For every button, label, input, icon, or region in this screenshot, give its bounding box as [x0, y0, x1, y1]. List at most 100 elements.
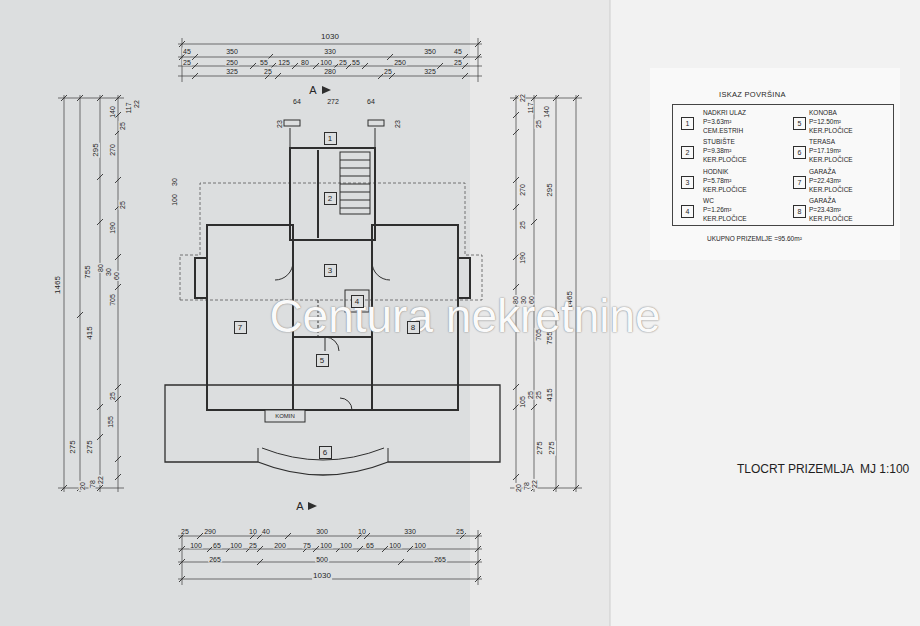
dimension-text: 25	[453, 59, 463, 66]
dimension-text: 350	[225, 48, 239, 55]
area-number-box: 8	[793, 205, 806, 218]
dimension-text: 64	[292, 98, 302, 105]
area-table-text: KER.PLOČICE	[702, 157, 748, 164]
dimension-text: 22	[531, 479, 538, 489]
dimension-text: 25	[119, 121, 126, 131]
dimension-text: 65	[365, 542, 375, 549]
room-number-box: 3	[324, 264, 337, 277]
area-table-text: P=23.43m²	[808, 207, 842, 214]
dimension-text: 1465	[54, 275, 62, 295]
dimension-text: 100	[339, 542, 353, 549]
dimension-text: 10	[248, 528, 258, 535]
section-mark: A	[295, 501, 304, 512]
area-table-text: NADKRI ULAZ	[702, 110, 747, 117]
area-table-text: P=3.63m²	[702, 119, 732, 126]
area-table-text: WC	[702, 198, 715, 205]
area-number: 8	[798, 206, 802, 217]
walls	[195, 148, 470, 410]
room-number: 3	[328, 265, 332, 276]
dimension-text: 65	[212, 542, 222, 549]
dimension-text: 23	[276, 119, 283, 129]
area-table-text: KER.PLOČICE	[808, 157, 854, 164]
area-table-text: GARAŽA	[808, 169, 837, 176]
room-number-box: 2	[324, 192, 337, 205]
area-number-box: 5	[793, 117, 806, 130]
area-table-text: P=1.26m²	[702, 207, 732, 214]
dimension-text: 325	[225, 68, 239, 75]
dimension-text: 755	[84, 264, 92, 279]
dimension-text: 80	[97, 263, 104, 273]
dimension-text: 25	[338, 59, 348, 66]
area-number: 7	[798, 177, 802, 188]
dimension-text: 100	[189, 542, 203, 549]
dimension-text: 25	[109, 391, 116, 401]
dimension-text: 300	[315, 528, 329, 535]
dimension-text: 275	[69, 439, 77, 454]
dimension-text: 290	[203, 528, 217, 535]
table-heading: ISKAZ POVRŠINA	[719, 91, 786, 99]
area-number-box: 3	[681, 176, 694, 189]
dimension-text: 25	[248, 542, 258, 549]
room-number: 2	[328, 193, 332, 204]
dimension-text: 140	[543, 105, 550, 119]
dimension-text: 25	[182, 59, 192, 66]
area-number-box: 2	[681, 146, 694, 159]
dimension-text: 30	[105, 267, 112, 277]
dimension-text: 705	[109, 293, 116, 307]
dimension-text: 200	[273, 542, 287, 549]
dimension-text: 272	[326, 98, 340, 105]
dimension-text: 190	[519, 251, 526, 265]
dimension-text: 105	[519, 395, 526, 409]
area-table-text: KER.PLOČICE	[808, 187, 854, 194]
dimension-text: 250	[225, 59, 239, 66]
dimension-text: 25	[455, 528, 465, 535]
dimension-text: 75	[302, 542, 312, 549]
dimension-text: 1030	[312, 572, 332, 580]
area-number: 5	[798, 118, 802, 129]
dimension-text: 270	[109, 143, 116, 157]
room-number: 5	[320, 355, 324, 366]
area-table-box: ISKAZ POVRŠINA12345678	[672, 104, 894, 226]
dimension-text: 250	[393, 59, 407, 66]
dimension-text: 500	[315, 556, 329, 563]
area-number: 6	[798, 147, 802, 158]
room-number: 4	[355, 296, 359, 307]
area-table-text: CEM.ESTRIH	[702, 128, 744, 135]
dimension-text: 275	[536, 440, 544, 455]
area-table-text: KER.PLOČICE	[808, 216, 854, 223]
dimension-text: 22	[97, 475, 104, 485]
area-table-text: KONOBA	[808, 110, 838, 117]
dimension-text: 40	[261, 528, 271, 535]
dimension-text: 330	[323, 48, 337, 55]
dimension-text: 20	[79, 481, 86, 491]
dimension-text: 64	[366, 98, 376, 105]
dimension-text: 117	[527, 101, 534, 114]
dimension-text: 100	[319, 542, 333, 549]
table-panel	[650, 68, 900, 260]
room-number-box: 1	[324, 132, 337, 145]
area-number: 1	[686, 118, 690, 129]
dimension-text: 30	[171, 177, 178, 187]
dimension-text: 23	[394, 119, 401, 129]
dimension-text: 10	[357, 528, 367, 535]
dimension-text: 265	[208, 556, 222, 563]
area-number: 2	[686, 147, 690, 158]
area-number-box: 6	[793, 146, 806, 159]
dimension-text: 25	[519, 220, 526, 230]
dimension-text: 100	[388, 542, 402, 549]
dimension-text: 270	[519, 183, 526, 197]
dimension-text: 55	[351, 59, 361, 66]
dimension-text: 25	[535, 119, 542, 129]
chimney-label: KOMIN	[274, 413, 296, 419]
area-number: 3	[686, 177, 690, 188]
dimension-text: 25	[119, 200, 126, 210]
area-table-text: STUBIŠTE	[702, 139, 736, 146]
dimension-text: 280	[323, 68, 337, 75]
dimension-text: 78	[523, 481, 530, 491]
section-mark: A	[308, 85, 317, 96]
room-number: 6	[323, 447, 327, 458]
area-table-text: KER.PLOČICE	[702, 216, 748, 223]
room-number-box: 5	[316, 354, 329, 367]
area-number: 4	[686, 206, 690, 217]
